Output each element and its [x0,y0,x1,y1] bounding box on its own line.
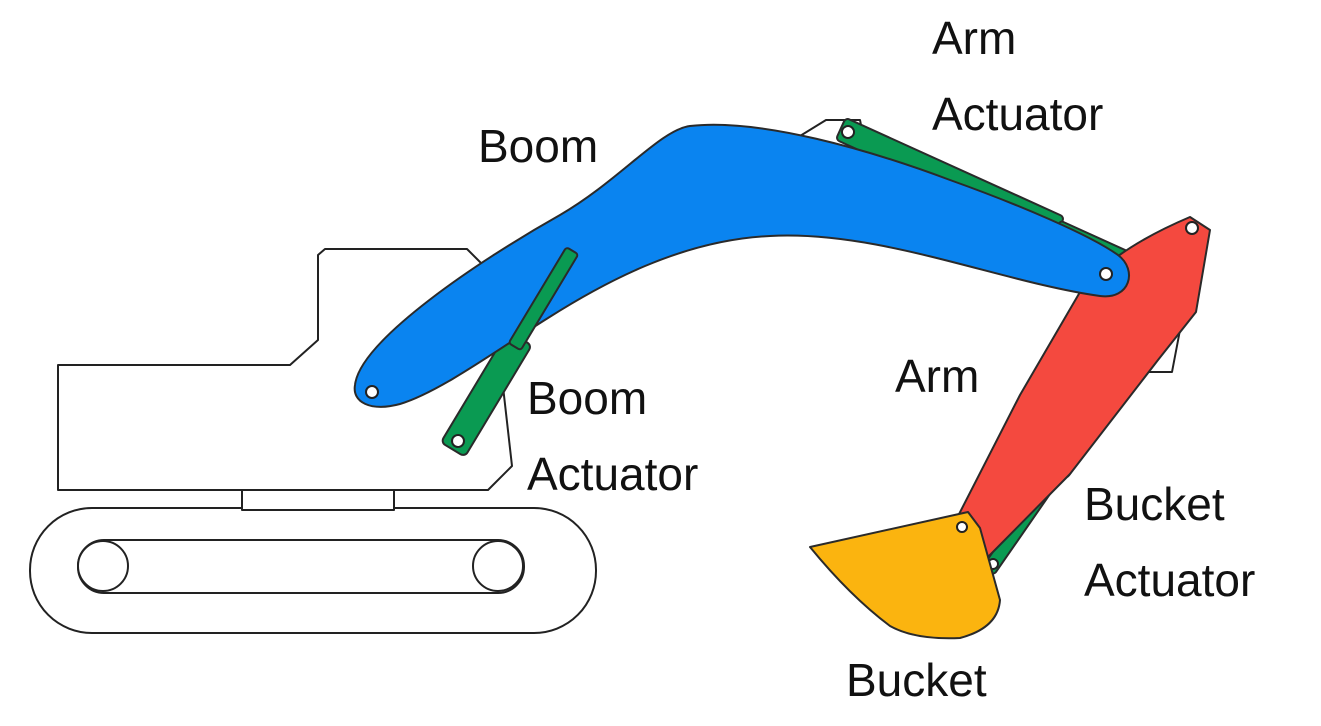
label-arm: Arm [895,350,979,402]
arm-pin-top [1185,221,1199,235]
label-boom-actuator-line2: Actuator [527,448,698,500]
track-wheel-left [77,540,129,592]
label-bucket-actuator-line1: Bucket [1084,478,1225,530]
track-assembly [29,489,597,634]
label-boom: Boom [478,120,598,172]
cab-body [57,248,513,491]
bucket [809,511,1001,640]
boom-pin-base [365,385,379,399]
label-arm-actuator-line1: Arm [932,12,1016,64]
boom-actuator [451,247,579,448]
bucket-pin [956,521,968,533]
track-wheel-right [472,540,524,592]
arm-actuator-pin-top [841,125,855,139]
label-arm-actuator-line2: Actuator [932,88,1103,140]
boom-actuator-rod [508,247,579,351]
label-bucket-actuator-line2: Actuator [1084,554,1255,606]
track-inner [77,539,525,594]
boom-actuator-pin [451,434,465,448]
label-boom-actuator-line1: Boom [527,372,647,424]
boom-pin-tip [1099,267,1113,281]
label-bucket: Bucket [846,654,987,706]
track-cab-connector [241,489,395,511]
